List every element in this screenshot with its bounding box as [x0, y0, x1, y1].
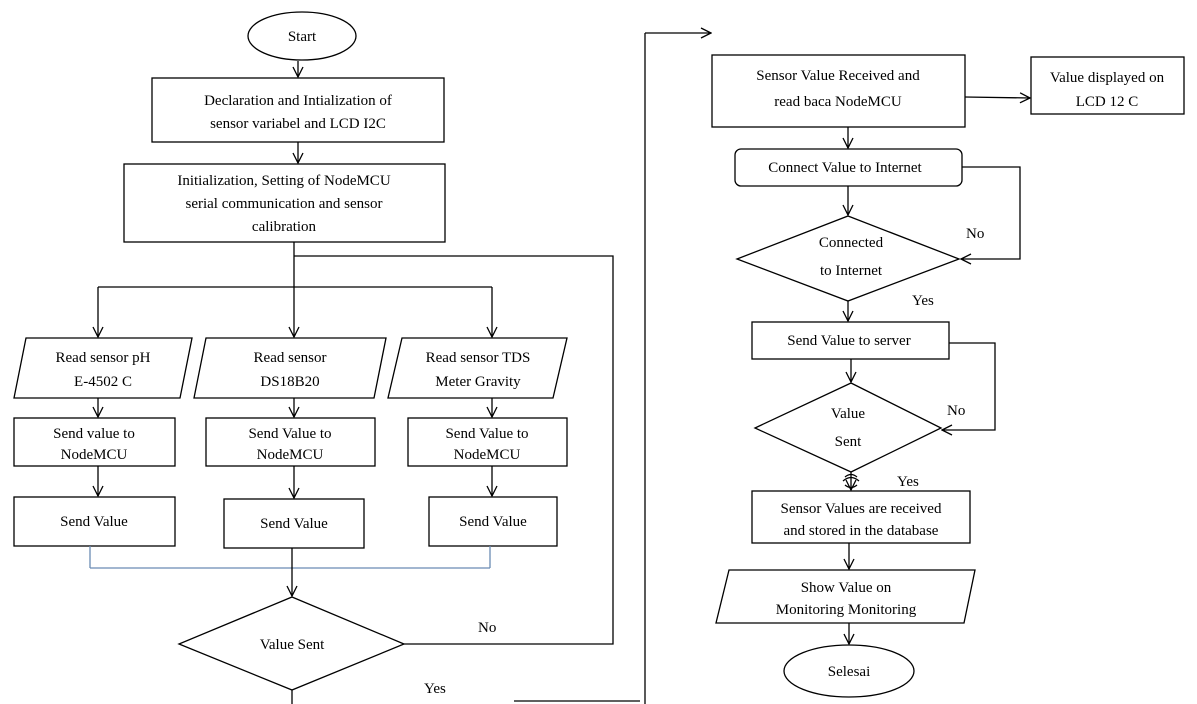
send-nodemcu-2-line-2: NodeMCU — [257, 447, 324, 463]
initialization-box — [123, 163, 446, 243]
read-ds-line-1: Read sensor — [254, 350, 327, 366]
wifi-icon — [842, 473, 860, 489]
send-nodemcu-box-2 — [205, 417, 376, 467]
send-nodemcu-box-1 — [13, 417, 176, 467]
read-ph-line-2: E-4502 C — [74, 374, 132, 390]
initialization-line-1: Initialization, Setting of NodeMCU — [177, 173, 390, 189]
initialization-line-2: serial communication and sensor — [185, 196, 382, 212]
initialization-line-3: calibration — [252, 219, 317, 235]
end-label: Selesai — [828, 664, 871, 680]
lcd-display-line-1: Value displayed on — [1050, 70, 1165, 86]
no-loop-connector — [961, 166, 1021, 259]
send-nodemcu-3-line-2: NodeMCU — [454, 447, 521, 463]
value-sent-right-line-1: Value — [831, 406, 865, 422]
send-nodemcu-1-line-2: NodeMCU — [61, 447, 128, 463]
declaration-line-1: Declaration and Intialization of — [204, 93, 392, 109]
received-line-1: Sensor Value Received and — [756, 68, 920, 84]
no-loop-connector — [942, 342, 996, 430]
send-server-label: Send Value to server — [787, 333, 910, 349]
send-value-box-2 — [223, 498, 365, 549]
stored-box — [751, 490, 971, 544]
send-nodemcu-1-line-1: Send value to — [53, 426, 135, 442]
no-label-connected: No — [966, 226, 984, 242]
send-value-2-label: Send Value — [260, 516, 328, 532]
read-sensor-tds-box — [387, 337, 568, 399]
connected-line-1: Connected — [819, 235, 884, 251]
send-value-box-3 — [428, 496, 558, 547]
received-line-2: read baca NodeMCU — [774, 94, 902, 110]
start-label: Start — [288, 29, 317, 45]
read-tds-line-2: Meter Gravity — [435, 374, 521, 390]
value-sent-left-label: Value Sent — [260, 637, 325, 653]
show-value-box — [715, 569, 976, 624]
yes-label-left: Yes — [424, 681, 446, 697]
value-sent-right-line-2: Sent — [835, 434, 863, 450]
read-sensor-ph-box — [13, 337, 193, 399]
show-value-line-2: Monitoring Monitoring — [776, 602, 917, 618]
declaration-box — [151, 77, 445, 143]
lcd-display-line-2: LCD 12 C — [1076, 94, 1139, 110]
no-loop-connector — [294, 255, 614, 645]
no-label-left: No — [478, 620, 496, 636]
end-node — [783, 644, 915, 698]
connected-line-2: to Internet — [820, 263, 883, 279]
send-nodemcu-3-line-1: Send Value to — [445, 426, 528, 442]
start-node — [247, 11, 357, 61]
send-value-3-label: Send Value — [459, 514, 527, 530]
send-nodemcu-box-3 — [407, 417, 568, 467]
received-box — [711, 54, 966, 128]
send-value-box-1 — [13, 496, 176, 547]
send-value-1-label: Send Value — [60, 514, 128, 530]
show-value-line-1: Show Value on — [801, 580, 892, 596]
declaration-line-2: sensor variabel and LCD I2C — [210, 116, 386, 132]
connect-label: Connect Value to Internet — [768, 160, 922, 176]
lcd-display-box — [1030, 56, 1185, 115]
read-ph-line-1: Read sensor pH — [56, 350, 151, 366]
yes-label-value-sent: Yes — [897, 474, 919, 490]
no-label-value-sent: No — [947, 403, 965, 419]
read-sensor-ds18b20-box — [193, 337, 387, 399]
stored-line-2: and stored in the database — [784, 523, 939, 539]
read-ds-line-2: DS18B20 — [260, 374, 319, 390]
send-nodemcu-2-line-1: Send Value to — [248, 426, 331, 442]
stored-line-1: Sensor Values are received — [781, 501, 942, 517]
connected-decision — [735, 215, 961, 302]
connector — [964, 97, 1030, 98]
read-tds-line-1: Read sensor TDS — [426, 350, 531, 366]
value-sent-decision-right — [753, 382, 943, 473]
yes-label-connected: Yes — [912, 293, 934, 309]
